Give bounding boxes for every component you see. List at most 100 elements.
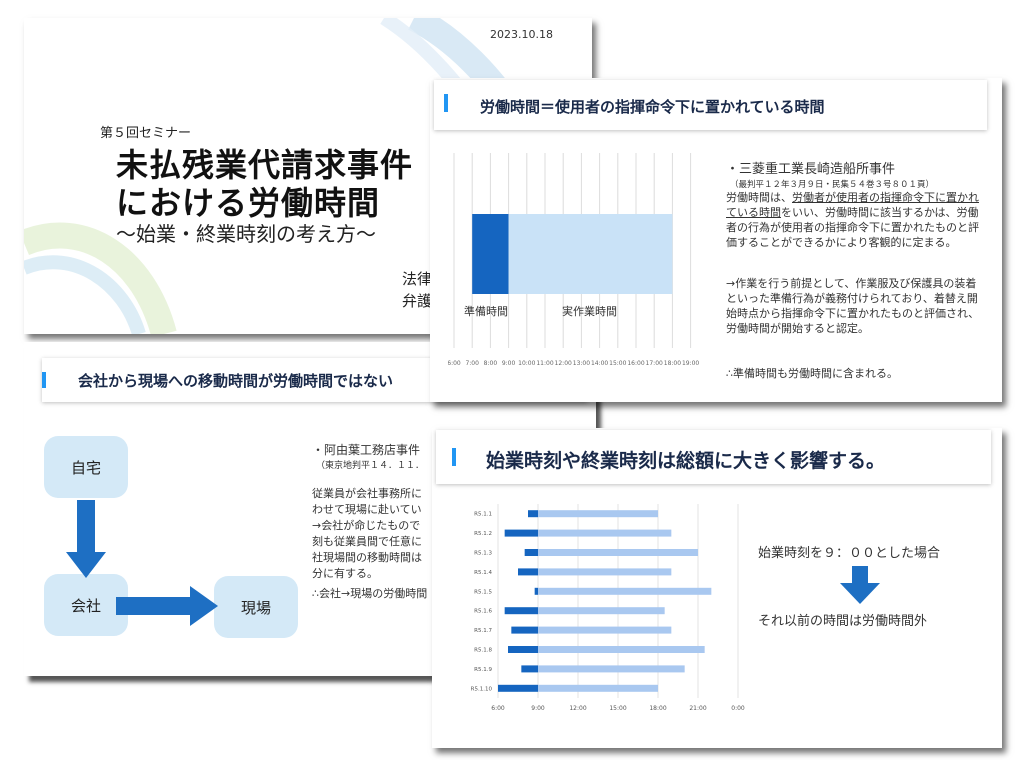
application-paragraph: →作業を行う前提として、作業服及び保護具の装着といった準備行為が義務付けられてお… (726, 277, 980, 335)
category-label: R5.1.8 (474, 648, 492, 654)
tick-label: 14:00 (591, 360, 608, 367)
tick-label: 15:00 (609, 360, 626, 367)
x-tick-label: 15:00 (609, 705, 626, 712)
working-hours-bar (538, 549, 698, 556)
case-citation: （東京地判平１４．１１． (316, 461, 425, 471)
slide-title-line-2: における労働時間 (116, 184, 381, 222)
arrow-down-icon (840, 566, 880, 604)
working-hours-bar (538, 626, 672, 634)
work-time-bar (508, 214, 673, 294)
tick-label: 8:00 (484, 360, 498, 367)
pre-start-bar (504, 529, 538, 537)
pre-start-bar (534, 587, 538, 595)
header-accent (452, 448, 456, 466)
working-time-slide: 労働時間＝使用者の指揮命令下に置かれている時間 6:00 7:00 8:00 9:00… (430, 78, 1002, 402)
slide-header: 始業時刻や終業時刻は総額に大きく影響する。 (436, 430, 991, 484)
x-tick-label: 6:00 (491, 705, 505, 712)
body-line-3: →会社が命じたもので (312, 519, 421, 532)
x-tick-label: 0:00 (731, 705, 745, 712)
tick-label: 10:00 (518, 360, 535, 367)
case-citation: （最判平１２年３月９日・民集５４巻３号８０１頁） (730, 180, 935, 190)
body-line-6: 分に有する。 (312, 567, 378, 580)
conclusion-text: ∴会社→現場の労働時間 (312, 587, 428, 600)
slide-header-text: 会社から現場への移動時間が労働時間ではない (78, 372, 394, 390)
pre-start-bar (518, 568, 538, 576)
x-tick-label: 12:00 (569, 705, 586, 712)
arrow-down (66, 500, 106, 578)
header-accent (444, 94, 448, 112)
tick-label: 12:00 (555, 360, 572, 367)
category-label: R5.1.2 (474, 531, 492, 537)
start-time-slide: 始業時刻や終業時刻は総額に大きく影響する。 6:00 9:00 12:00 15:00… (432, 428, 1002, 748)
tick-label: 16:00 (627, 360, 644, 367)
x-tick-label: 21:00 (689, 705, 706, 712)
prep-time-bar (472, 214, 509, 294)
case-name: ・阿由葉工務店事件 (312, 443, 421, 457)
tick-label: 7:00 (465, 360, 479, 367)
daily-hours-chart: 6:00 9:00 12:00 15:00 18:00 21:00 0:00 R5.1.1R5… (471, 504, 745, 712)
tick-label: 6:00 (448, 360, 461, 367)
working-hours-bar (538, 607, 665, 615)
arrow-right (116, 586, 218, 626)
pre-start-bar (504, 607, 538, 615)
body-line-2: わせて現場に赴いてい (312, 503, 422, 516)
tick-label: 19:00 (682, 360, 699, 367)
tick-label: 18:00 (664, 360, 681, 367)
body-line-4: 刻も従業員間で任意に (312, 535, 422, 548)
category-label: R5.1.9 (474, 667, 492, 673)
tick-label: 17:00 (646, 360, 663, 367)
pre-start-bar (524, 549, 538, 556)
slide-header-text: 始業時刻や終業時刻は総額に大きく影響する。 (486, 450, 886, 472)
body-line-5: 社現場間の移動時間は (312, 551, 422, 564)
working-hours-bar (538, 529, 672, 537)
tick-label: 11:00 (536, 360, 553, 367)
label-work-time: 実作業時間 (562, 305, 617, 318)
definition-underlined: 労働者が使用者の指揮命令下に置かれている時間 (726, 191, 979, 219)
working-hours-bar (538, 510, 658, 518)
pre-start-bar (521, 665, 538, 673)
flow-arrows (66, 500, 218, 626)
definition-text-b: をいい、労働時間に該当するかは、労働者の行為が使用者の指揮命令下に置かれたものと… (726, 206, 979, 249)
tick-label: 9:00 (502, 360, 516, 367)
node-company: 会社 (44, 574, 128, 636)
tick-label: 13:00 (573, 360, 590, 367)
definition-text-a: 労働時間は、 (726, 191, 792, 204)
label-prep-time: 準備時間 (464, 305, 508, 318)
date-label: 2023.10.18 (490, 28, 553, 41)
category-label: R5.1.6 (474, 609, 492, 615)
start-time-text: 始業時刻を９：００とした場合 (758, 546, 941, 561)
working-hours-bar (538, 587, 712, 595)
slide-title-line-1: 未払残業代請求事件 (116, 146, 414, 184)
pre-start-bar (528, 510, 538, 518)
category-label: R5.1.7 (474, 628, 492, 634)
category-label: R5.1.3 (474, 551, 492, 557)
header-accent (42, 372, 46, 388)
definition-paragraph: 労働時間は、労働者が使用者の指揮命令下に置かれている時間をいい、労働時間に該当す… (726, 190, 984, 250)
presenter-line-2: 弁護 (402, 292, 433, 310)
x-tick-label: 9:00 (531, 705, 545, 712)
working-hours-bar (538, 568, 672, 576)
slide-header-text: 労働時間＝使用者の指揮命令下に置かれている時間 (480, 98, 825, 116)
slide-header: 労働時間＝使用者の指揮命令下に置かれている時間 (434, 80, 987, 130)
presenter-line-1: 法律 (402, 270, 433, 288)
node-home: 自宅 (44, 436, 128, 498)
conclusion-paragraph: ∴準備時間も労働時間に含まれる。 (726, 367, 898, 380)
node-site: 現場 (214, 576, 298, 638)
category-label: R5.1.1 (474, 512, 492, 518)
pre-start-bar (511, 626, 538, 634)
seminar-label: 第５回セミナー (100, 126, 192, 141)
working-hours-bar (538, 665, 685, 673)
category-label: R5.1.5 (474, 589, 492, 595)
working-hours-bar (538, 646, 705, 653)
case-name: ・三菱重工業長崎造船所事件 (726, 162, 896, 177)
slide-subtitle: ～始業・終業時刻の考え方～ (116, 222, 376, 246)
outside-hours-text: それ以前の時間は労働時間外 (758, 614, 928, 629)
pre-start-bar (498, 684, 538, 692)
category-label: R5.1.4 (474, 570, 492, 576)
pre-start-bar (508, 646, 538, 653)
category-label: R5.1.10 (471, 686, 493, 692)
body-line-1: 従業員が会社事務所に (312, 487, 422, 500)
x-tick-label: 18:00 (649, 705, 666, 712)
working-hours-bar (538, 684, 658, 692)
